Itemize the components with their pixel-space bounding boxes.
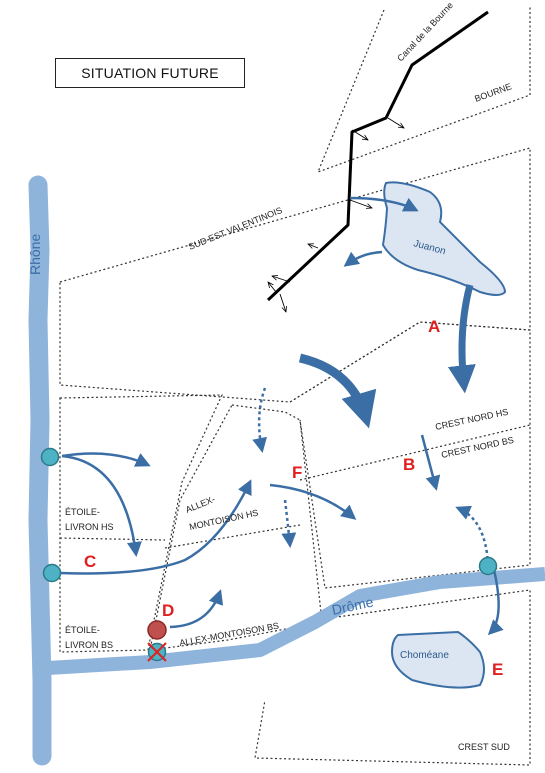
boundary-etoile-split [59, 537, 166, 541]
boundary-crest-nord [289, 321, 531, 589]
drome-river [47, 567, 545, 675]
arrow-c [59, 479, 252, 575]
zone-label-sud-est-valentinois: SUD EST VALENTINOIS [187, 205, 284, 252]
arrow-to-juanon [349, 196, 419, 212]
zone-label-etoile-hs-1: ÉTOILE- [65, 507, 100, 517]
marker-f: F [292, 463, 302, 482]
page-title: SITUATION FUTURE [55, 58, 245, 88]
canal-de-la-bourne [266, 10, 489, 302]
big-arrow-f [298, 353, 377, 429]
arrow-e [487, 569, 504, 636]
arrow-dashed-2 [281, 499, 297, 548]
arrow-b [420, 434, 441, 491]
arrow-rhone-south [61, 454, 142, 557]
arrow-rhone-east [61, 452, 151, 467]
zone-label-allex-hs-2: MONTOISON HS [188, 508, 259, 532]
flow-arrows [59, 196, 504, 636]
arrow-from-juanon [343, 250, 383, 267]
arrow-f [269, 483, 357, 520]
chomeane-label: Choméane [400, 650, 449, 661]
juanon-lake [381, 181, 507, 296]
big-arrow-a [447, 284, 476, 394]
marker-d: D [162, 601, 174, 620]
boundary-crest-sud [254, 589, 531, 766]
boundary-allex-montoison [149, 404, 323, 651]
zone-label-allex-hs-1: ALLEX- [184, 494, 217, 515]
zone-label-crest-sud: CREST SUD [458, 742, 510, 752]
boundary-crest-nord-split [299, 424, 531, 481]
marker-a: A [428, 317, 440, 336]
chomeane-lake [390, 630, 485, 689]
zone-label-crest-nord-bs: CREST NORD BS [440, 435, 514, 460]
arrow-d [169, 589, 224, 629]
zone-label-etoile-hs-2: LIVRON HS [65, 522, 114, 532]
zone-label-etoile-bs-2: LIVRON BS [65, 640, 113, 650]
intake-node-1 [40, 447, 60, 467]
arrow-dashed-1 [252, 387, 268, 453]
intake-node-e [478, 556, 498, 576]
boundary-bourne [316, 5, 531, 174]
red-node-d [147, 620, 167, 640]
marker-e: E [492, 660, 503, 679]
marker-c: C [84, 552, 96, 571]
rhone-river [28, 175, 52, 766]
rhone-label: Rhône [27, 234, 43, 275]
intake-node-2 [42, 563, 62, 583]
canal-label: Canal de la Bourne [395, 0, 455, 63]
boundary-allex-split [164, 524, 301, 549]
arrow-dashed-e [455, 505, 490, 566]
zone-label-etoile-bs-1: ÉTOILE- [65, 625, 100, 635]
zone-label-bourne: BOURNE [473, 81, 513, 104]
removed-cross-icon [147, 642, 167, 662]
marker-b: B [403, 455, 415, 474]
canal-offtakes [268, 117, 404, 312]
zone-label-crest-nord-hs: CREST NORD HS [434, 407, 509, 432]
